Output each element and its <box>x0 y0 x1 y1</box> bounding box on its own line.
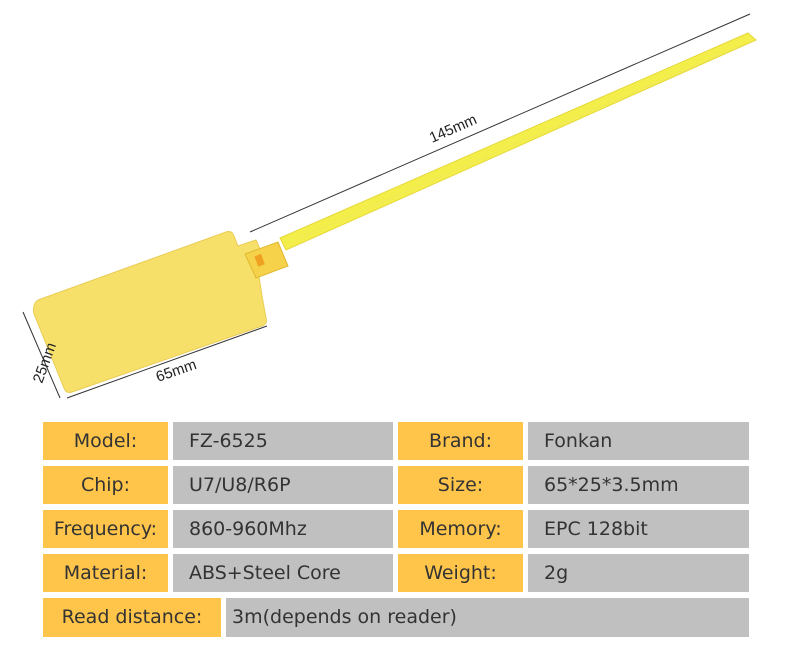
spec-label: Weight: <box>398 554 523 592</box>
spec-label: Brand: <box>398 422 523 460</box>
spec-label: Size: <box>398 466 523 504</box>
length-dimension-line <box>249 13 751 233</box>
spec-value: 3m(depends on reader) <box>226 598 749 637</box>
height-dimension-line <box>22 311 61 399</box>
lock-head <box>244 241 289 279</box>
spec-value: 65*25*3.5mm <box>528 466 749 504</box>
spec-value: FZ-6525 <box>173 422 393 460</box>
spec-value: 860-960Mhz <box>173 510 393 548</box>
spec-value: EPC 128bit <box>528 510 749 548</box>
cable-strap <box>279 32 757 251</box>
spec-value: Fonkan <box>528 422 749 460</box>
lock-slot <box>254 253 265 267</box>
length-dimension-label: 145mm <box>427 111 480 147</box>
spec-label: Frequency: <box>43 510 168 548</box>
spec-label: Model: <box>43 422 168 460</box>
spec-value: U7/U8/R6P <box>173 466 393 504</box>
product-image: 145mm 65mm 25mm <box>22 13 757 399</box>
spec-label: Read distance: <box>43 598 221 637</box>
spec-label: Memory: <box>398 510 523 548</box>
spec-label: Chip: <box>43 466 168 504</box>
spec-value: ABS+Steel Core <box>173 554 393 592</box>
spec-value: 2g <box>528 554 749 592</box>
spec-label: Material: <box>43 554 168 592</box>
width-dimension-line <box>66 325 268 399</box>
tag-body <box>33 231 267 393</box>
